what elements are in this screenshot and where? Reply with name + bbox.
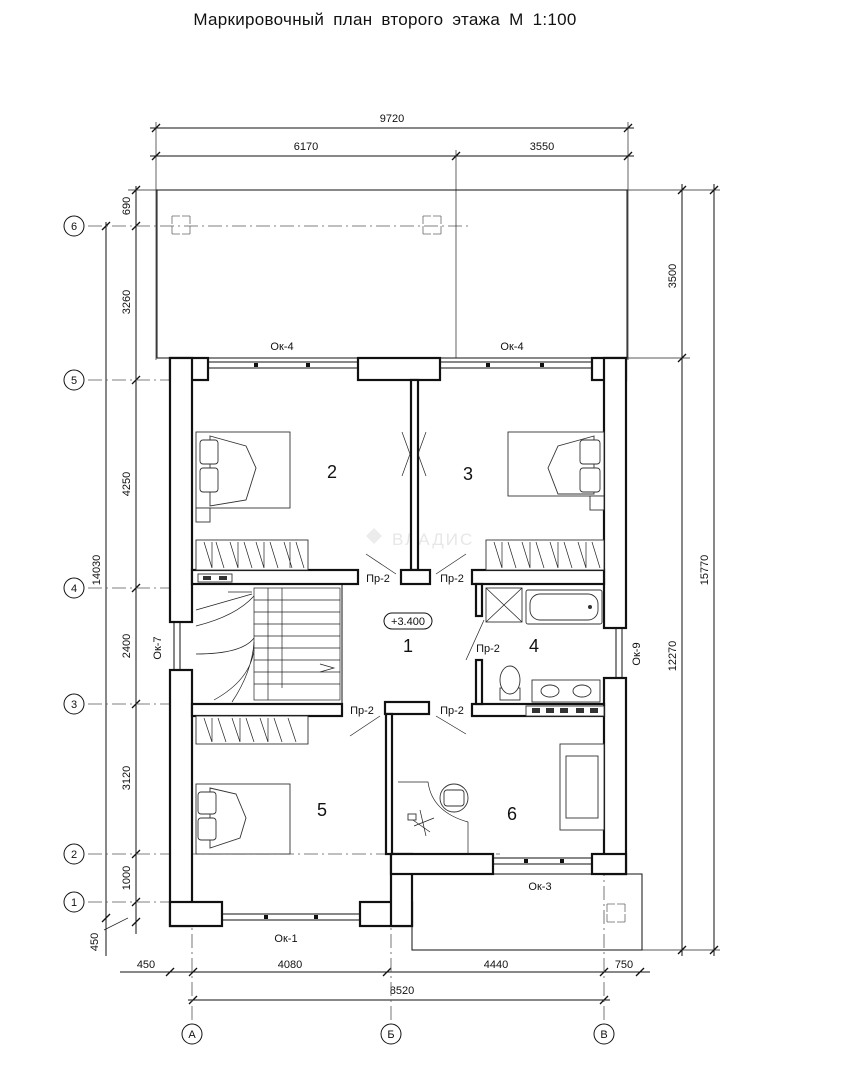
- room-number-5: 5: [317, 800, 327, 820]
- windows: Ок-4 Ок-4 Ок-7 Ок-9 Ок-3 Ок-1: [152, 341, 643, 945]
- dim-bottom-750: 750: [615, 959, 633, 971]
- watermark-text: ВЛАДИС: [392, 530, 474, 549]
- svg-text:5: 5: [71, 375, 77, 387]
- dim-left-2400: 2400: [121, 634, 133, 658]
- shelf-items-room-2: [197, 573, 233, 583]
- room-number-3: 3: [463, 464, 473, 484]
- svg-text:6: 6: [71, 221, 77, 233]
- axis-markers: 6 5 4 3 2 1 А Б В: [63, 215, 615, 1045]
- elevation-mark: +3.400: [383, 612, 433, 630]
- svg-text:3: 3: [71, 699, 77, 711]
- bathtub: [525, 589, 603, 625]
- dim-left-3120: 3120: [121, 766, 133, 790]
- svg-text:В: В: [600, 1029, 607, 1041]
- bed-room-5: [195, 783, 291, 855]
- dim-right-total: 15770: [699, 555, 711, 586]
- svg-text:1: 1: [71, 897, 77, 909]
- axis-marker-5: 5: [63, 369, 85, 391]
- bed-room-2: [195, 431, 291, 523]
- room-number-2: 2: [327, 462, 337, 482]
- window-label-ok4-left: Ок-4: [270, 341, 293, 353]
- desk-room-6: [398, 781, 469, 854]
- shower-cabinet: [485, 587, 523, 623]
- sliding-door: [401, 431, 427, 477]
- window-ok4-right: Ок-4: [440, 341, 592, 369]
- staircase: [195, 587, 341, 703]
- sinks: [531, 679, 601, 703]
- door-label-room2: Пр-2: [366, 573, 390, 585]
- left-dimensions: 14030 690 3260 4250 2400 3120 1000 450: [89, 185, 160, 956]
- plan-title: Маркировочный план второго этажа М 1:100: [193, 10, 577, 29]
- wardrobe-room-3: [485, 539, 605, 571]
- wardrobe-room-2: [195, 539, 309, 571]
- dim-bottom-450: 450: [137, 959, 155, 971]
- dim-left-450: 450: [89, 933, 101, 951]
- top-dimensions: 9720 6170 3550: [150, 113, 634, 360]
- room-number-1: 1: [403, 636, 413, 656]
- dim-right-3500: 3500: [667, 264, 679, 288]
- window-ok1: Ок-1: [222, 913, 360, 945]
- window-ok7: Ок-7: [152, 622, 181, 670]
- axis-marker-v: В: [593, 1023, 615, 1045]
- window-label-ok7: Ок-7: [152, 636, 164, 659]
- window-label-ok1: Ок-1: [274, 933, 297, 945]
- sofa-room-6: [559, 743, 605, 831]
- bed-room-3: [507, 431, 605, 511]
- axis-marker-1: 1: [63, 891, 85, 913]
- room-numbers: 1 2 3 4 5 6: [317, 462, 539, 824]
- dim-top-left: 6170: [294, 141, 318, 153]
- doors: Пр-2 Пр-2 Пр-2 Пр-2 Пр-2: [349, 553, 500, 737]
- axis-marker-4: 4: [63, 577, 85, 599]
- door-label-room4: Пр-2: [476, 643, 500, 655]
- bottom-dimensions: 450 4080 4440 750 8520: [120, 959, 650, 1005]
- window-ok3: Ок-3: [493, 857, 592, 893]
- window-label-ok9: Ок-9: [631, 642, 643, 665]
- axis-marker-2: 2: [63, 843, 85, 865]
- axis-marker-3: 3: [63, 693, 85, 715]
- dim-bottom-total: 8520: [390, 985, 414, 997]
- room-number-4: 4: [529, 636, 539, 656]
- window-ok9: Ок-9: [615, 628, 643, 678]
- axis-marker-a: А: [181, 1023, 203, 1045]
- dim-left-total: 14030: [91, 555, 103, 586]
- dim-left-4250: 4250: [121, 472, 133, 496]
- door-label-room5: Пр-2: [350, 705, 374, 717]
- dim-left-690: 690: [121, 197, 133, 215]
- door-label-room6: Пр-2: [440, 705, 464, 717]
- dim-top-right: 3550: [530, 141, 554, 153]
- top-balcony: [156, 189, 628, 359]
- dim-right-12270: 12270: [667, 641, 679, 672]
- room-number-6: 6: [507, 804, 517, 824]
- svg-text:4: 4: [71, 583, 77, 595]
- dim-bottom-4440: 4440: [484, 959, 508, 971]
- axis-marker-b: Б: [380, 1023, 402, 1045]
- dim-top-total: 9720: [380, 113, 404, 125]
- bottom-terrace: [411, 873, 643, 951]
- bath-shelf: [525, 705, 605, 717]
- elevation-mark-text: +3.400: [391, 616, 425, 628]
- watermark: ВЛАДИС: [366, 528, 474, 549]
- svg-text:А: А: [188, 1029, 196, 1041]
- svg-text:Б: Б: [387, 1029, 394, 1041]
- exterior-walls: [168, 356, 628, 928]
- window-ok4-left: Ок-4: [208, 341, 358, 369]
- wardrobe-room-5: [195, 715, 309, 745]
- dim-left-3260: 3260: [121, 290, 133, 314]
- axis-marker-6: 6: [63, 215, 85, 237]
- window-label-ok4-right: Ок-4: [500, 341, 523, 353]
- svg-text:2: 2: [71, 849, 77, 861]
- door-label-room3: Пр-2: [440, 573, 464, 585]
- toilet: [499, 665, 521, 701]
- dim-left-1000: 1000: [121, 866, 133, 890]
- window-label-ok3: Ок-3: [528, 881, 551, 893]
- dim-bottom-4080: 4080: [278, 959, 302, 971]
